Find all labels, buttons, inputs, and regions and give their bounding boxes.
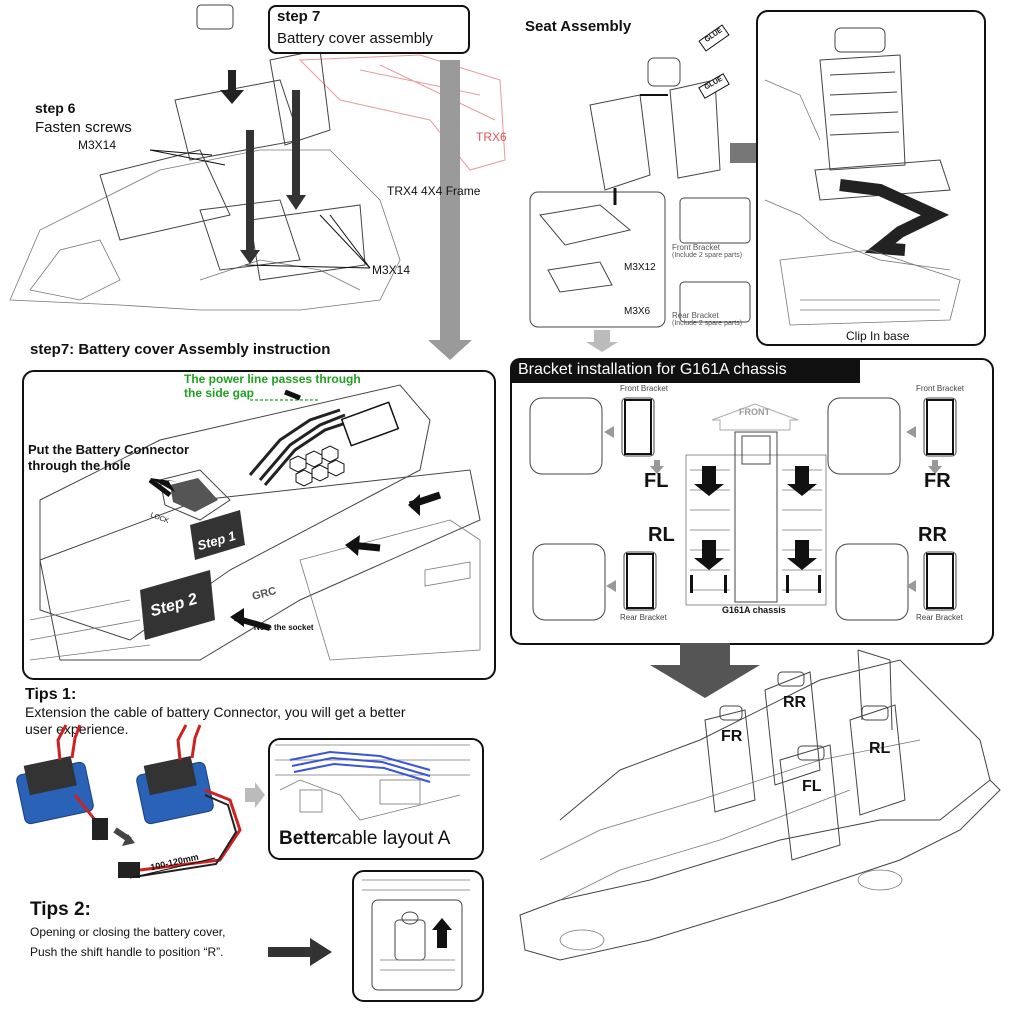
rl-position-label: RL — [648, 524, 675, 546]
seat-front-bracket-note: (Include 2 spare parts) — [672, 252, 743, 259]
fl-position-label: FL — [644, 470, 669, 492]
step7-title-box — [268, 5, 470, 54]
final-rr-label: RR — [783, 694, 807, 711]
tips2-text-line-1: Opening or closing the battery cover, — [30, 925, 226, 939]
better-label: Better — [279, 828, 334, 849]
bracket-rear-label-right: Rear Bracket — [916, 613, 963, 622]
final-fl-label: FL — [802, 778, 822, 795]
seat-installed-photo-box — [756, 10, 986, 346]
tips2-text-line-2: Push the shift handle to position “R”. — [30, 945, 224, 959]
screw-label-m3x6: M3X6 — [624, 306, 651, 317]
step7-subtitle: Battery cover assembly — [277, 30, 433, 47]
chassis-model-label: G161A chassis — [722, 605, 786, 615]
final-fr-label: FR — [721, 728, 743, 745]
fr-position-label: FR — [924, 470, 951, 492]
tips1-text-line-1: Extension the cable of battery Connector… — [25, 704, 406, 720]
clip-in-base-label: Clip In base — [846, 329, 910, 343]
step6-subtitle: Fasten screws — [35, 119, 132, 136]
connector-note-line-1: Put the Battery Connector — [28, 442, 190, 457]
bracket-header-bar — [510, 358, 860, 383]
cable-layout-label: cable layout A — [332, 828, 451, 849]
instruction-box — [22, 370, 496, 680]
cable-layout-photo-box — [268, 738, 484, 860]
tips1-text-line-2: user experience. — [25, 721, 129, 737]
screw-label-m3x14-a: M3X14 — [78, 138, 117, 152]
seat-rear-bracket-label: Rear Bracket — [672, 311, 719, 320]
seat-assembly-title: Seat Assembly — [525, 18, 632, 35]
tips1-title: Tips 1: — [25, 686, 77, 703]
final-rl-label: RL — [869, 740, 891, 757]
rr-position-label: RR — [918, 524, 947, 546]
bracket-front-label-right: Front Bracket — [916, 384, 965, 393]
note-socket-label: Note the socket — [254, 623, 314, 632]
screw-label-m3x12: M3X12 — [624, 262, 656, 273]
green-note-line-2: the side gap — [184, 386, 255, 400]
front-direction-label: FRONT — [739, 407, 770, 417]
connector-note-line-2: through the hole — [28, 458, 131, 473]
screw-label-m3x14-b: M3X14 — [372, 263, 411, 277]
frame-label-red: TRX6 — [476, 130, 507, 144]
bracket-rear-label-left: Rear Bracket — [620, 613, 667, 622]
step7-title: step 7 — [277, 8, 321, 25]
bracket-front-label-left: Front Bracket — [620, 384, 669, 393]
green-note-line-1: The power line passes through — [184, 372, 361, 386]
seat-front-bracket-label: Front Bracket — [672, 243, 721, 252]
bracket-header: Bracket installation for G161A chassis — [518, 361, 787, 378]
step6-title: step 6 — [35, 100, 76, 116]
instruction-heading: step7: Battery cover Assembly instructio… — [30, 341, 331, 358]
frame-label: TRX4 4X4 Frame — [387, 184, 481, 198]
tips2-title: Tips 2: — [30, 899, 91, 920]
seat-rear-bracket-note: (Include 2 spare parts) — [672, 320, 743, 327]
